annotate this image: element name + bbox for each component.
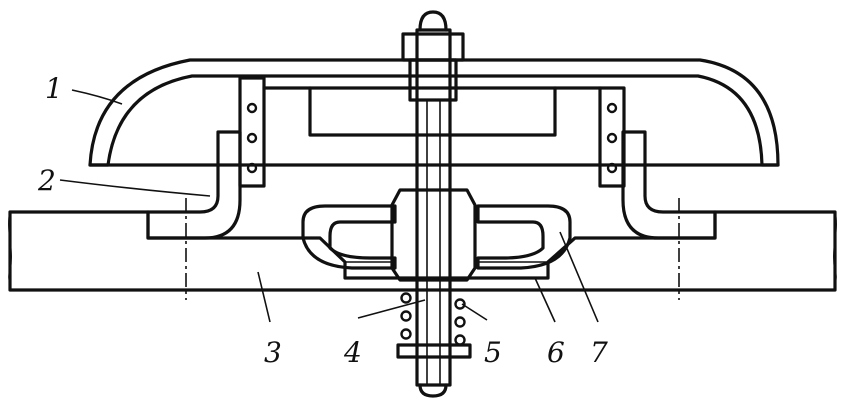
label-5: 5 xyxy=(484,336,502,369)
spring-part-5 xyxy=(400,292,466,346)
leader-lines xyxy=(59,89,599,323)
label-6: 6 xyxy=(547,336,565,369)
left-strut xyxy=(238,76,266,188)
cover-dome-part-1 xyxy=(88,58,780,167)
central-boss xyxy=(390,188,477,282)
label-2: 2 xyxy=(37,164,56,197)
mounting-bracket-part-2 xyxy=(146,130,717,240)
right-strut xyxy=(598,86,626,188)
label-7: 7 xyxy=(590,336,608,369)
base-plate-part-3 xyxy=(8,210,837,292)
seat-cup-part-7 xyxy=(301,204,572,270)
label-1: 1 xyxy=(45,72,63,105)
center-lines xyxy=(185,198,680,300)
label-3: 3 xyxy=(264,336,282,369)
label-4: 4 xyxy=(343,336,362,369)
stem-bolt-part-4 xyxy=(396,10,472,398)
inner-frame xyxy=(216,86,647,167)
